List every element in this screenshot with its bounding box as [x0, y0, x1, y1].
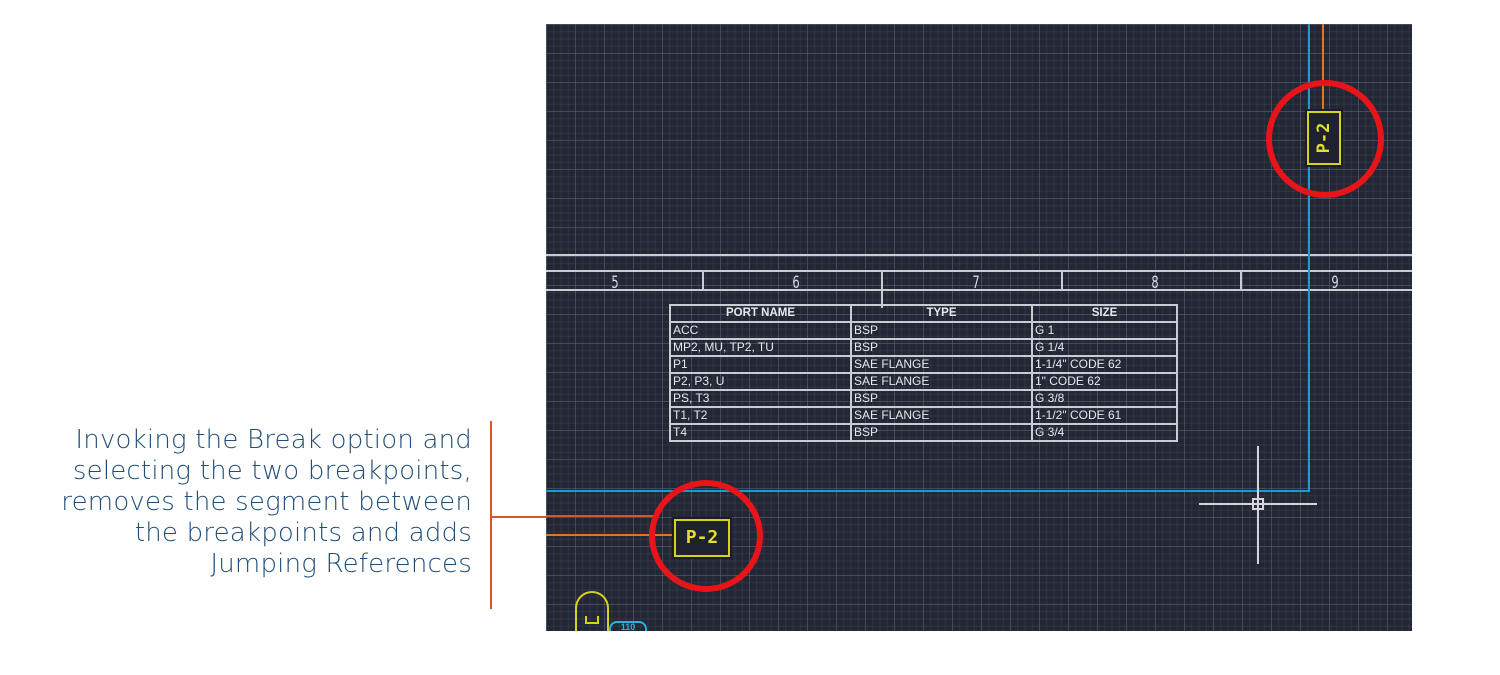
- zone-number: 6: [792, 273, 800, 293]
- callout-bracket: [490, 421, 492, 609]
- zone-number: 9: [1331, 273, 1339, 293]
- highlight-circle-bottom: [649, 480, 763, 592]
- caption-line: Jumping References: [210, 549, 472, 579]
- cell-size: 1-1/2" CODE 61: [1031, 406, 1178, 425]
- cell-type: BSP: [850, 321, 1033, 340]
- border-line-bottom: [546, 289, 1412, 291]
- cell-port-name: P2, P3, U: [669, 372, 852, 391]
- tank-valve-icon: [585, 616, 599, 624]
- column-header: TYPE: [850, 304, 1033, 323]
- table-row: T4 BSP G 3/4: [669, 423, 1178, 442]
- cell-type: SAE FLANGE: [850, 406, 1033, 425]
- cell-size: 1-1/4" CODE 62: [1031, 355, 1178, 374]
- table-row: P2, P3, U SAE FLANGE 1" CODE 62: [669, 372, 1178, 391]
- cell-port-name: MP2, MU, TP2, TU: [669, 338, 852, 357]
- pipe-line-orange-vertical[interactable]: [1322, 24, 1324, 112]
- cell-type: BSP: [850, 389, 1033, 408]
- zone-divider: [1240, 270, 1242, 290]
- caption-line: the breakpoints and adds: [134, 518, 472, 548]
- pipe-line-orange-horizontal[interactable]: [546, 534, 674, 536]
- caption-line: selecting the two breakpoints,: [72, 456, 472, 486]
- instrument-tag[interactable]: 110: [609, 621, 647, 631]
- instrument-tag-label: 110: [620, 622, 636, 632]
- zone-number: 7: [972, 273, 980, 293]
- highlight-circle-top: [1266, 80, 1384, 198]
- zone-number: 5: [611, 273, 619, 293]
- column-header: PORT NAME: [669, 304, 852, 323]
- table-row: PS, T3 BSP G 3/8: [669, 389, 1178, 408]
- cell-type: SAE FLANGE: [850, 355, 1033, 374]
- cell-size: 1" CODE 62: [1031, 372, 1178, 391]
- cell-size: G 3/8: [1031, 389, 1178, 408]
- zone-number: 8: [1151, 273, 1159, 293]
- zone-divider: [881, 270, 883, 308]
- caption-line: removes the segment between: [61, 487, 472, 517]
- cell-size: G 1: [1031, 321, 1178, 340]
- pipe-line-blue-horizontal[interactable]: [546, 490, 1310, 492]
- cell-type: SAE FLANGE: [850, 372, 1033, 391]
- cell-type: BSP: [850, 338, 1033, 357]
- callout-pointer: [490, 516, 548, 518]
- zone-divider: [1061, 270, 1063, 290]
- pipe-line-red-horizontal[interactable]: [546, 515, 658, 517]
- tank-symbol-icon[interactable]: [575, 591, 609, 631]
- crosshair-cursor-vertical: [1257, 446, 1259, 564]
- table-row: ACC BSP G 1: [669, 321, 1178, 340]
- cell-type: BSP: [850, 423, 1033, 442]
- pipe-line-blue-vertical[interactable]: [1308, 24, 1310, 492]
- cell-port-name: PS, T3: [669, 389, 852, 408]
- cell-size: G 1/4: [1031, 338, 1178, 357]
- cell-port-name: P1: [669, 355, 852, 374]
- caption-text: Invoking the Break option and selecting …: [40, 425, 472, 580]
- zone-divider: [702, 270, 704, 290]
- table-row: P1 SAE FLANGE 1-1/4" CODE 62: [669, 355, 1178, 374]
- port-table: PORT NAME TYPE SIZE ACC BSP G 1 MP2, MU,…: [669, 304, 1178, 442]
- border-line-mid: [546, 270, 1412, 272]
- table-header-row: PORT NAME TYPE SIZE: [669, 304, 1178, 323]
- cad-drawing-canvas[interactable]: 5 6 7 8 9 PORT NAME TYPE SIZE ACC BSP G …: [546, 24, 1412, 631]
- cell-port-name: T1, T2: [669, 406, 852, 425]
- table-row: MP2, MU, TP2, TU BSP G 1/4: [669, 338, 1178, 357]
- cell-port-name: T4: [669, 423, 852, 442]
- cell-size: G 3/4: [1031, 423, 1178, 442]
- border-line-top: [546, 254, 1412, 256]
- crosshair-pickbox: [1252, 498, 1264, 510]
- table-row: T1, T2 SAE FLANGE 1-1/2" CODE 61: [669, 406, 1178, 425]
- caption-line: Invoking the Break option and: [75, 425, 472, 455]
- column-header: SIZE: [1031, 304, 1178, 323]
- cell-port-name: ACC: [669, 321, 852, 340]
